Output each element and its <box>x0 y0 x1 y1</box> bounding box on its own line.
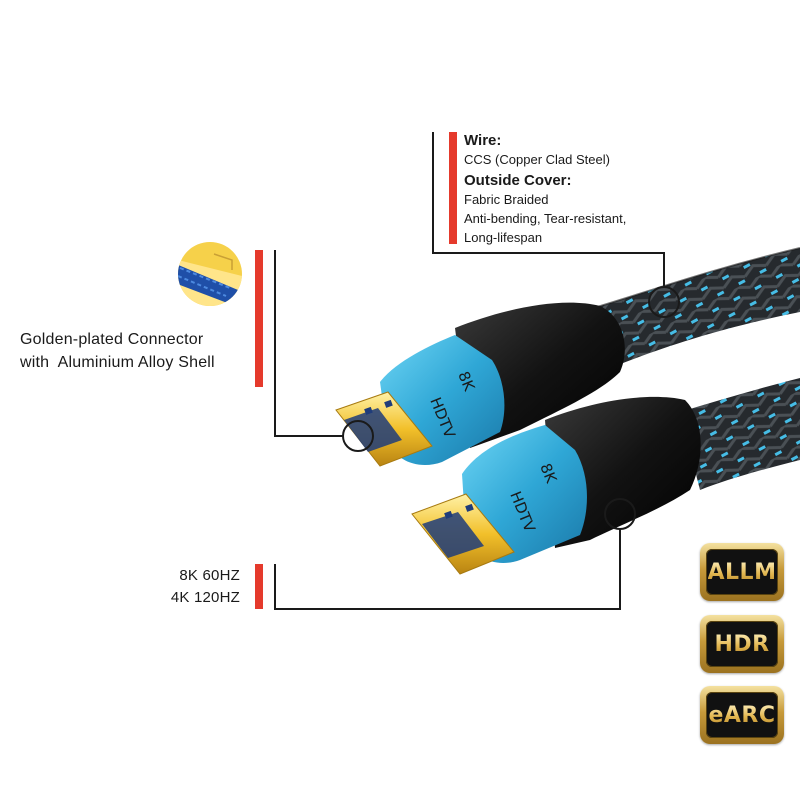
connector-callout-line <box>274 250 343 437</box>
badge-earc: eARC <box>700 686 784 744</box>
badge-allm-label: ALLM <box>707 559 777 585</box>
connector-accent-bar <box>255 250 263 387</box>
spec-line-1: 8K 60HZ <box>179 567 240 584</box>
cover-heading: Outside Cover: <box>464 172 572 189</box>
spec-callout-circle <box>604 498 636 530</box>
wire-heading: Wire: <box>464 132 502 149</box>
badge-allm: ALLM <box>700 543 784 601</box>
callout-lines <box>274 132 680 610</box>
wire-accent-bar <box>449 132 457 244</box>
badge-earc-label: eARC <box>708 702 776 728</box>
connector-detail-icon <box>178 242 242 306</box>
upper-cable <box>579 247 800 372</box>
connector-callout-circle <box>342 420 374 452</box>
cover-line-2: Anti-bending, Tear-resistant, <box>464 211 627 226</box>
spec-line-2: 4K 120HZ <box>170 589 240 606</box>
connector-line-2: with Aluminium Alloy Shell <box>20 354 215 371</box>
wire-value: CCS (Copper Clad Steel) <box>464 152 610 167</box>
cover-line-1: Fabric Braided <box>464 192 549 207</box>
lower-plug: HDTV 8K <box>411 396 701 575</box>
spec-accent-bar <box>255 564 263 609</box>
lower-cable <box>680 378 800 490</box>
upper-plug: HDTV 8K <box>335 302 625 467</box>
connector-line-1: Golden-plated Connector <box>20 331 204 348</box>
badge-hdr: HDR <box>700 615 784 673</box>
wire-callout-line <box>432 132 665 286</box>
badge-hdr-label: HDR <box>714 631 770 657</box>
cover-line-3: Long-lifespan <box>464 230 543 245</box>
spec-callout-line <box>274 528 621 610</box>
wire-callout-circle <box>648 286 680 318</box>
